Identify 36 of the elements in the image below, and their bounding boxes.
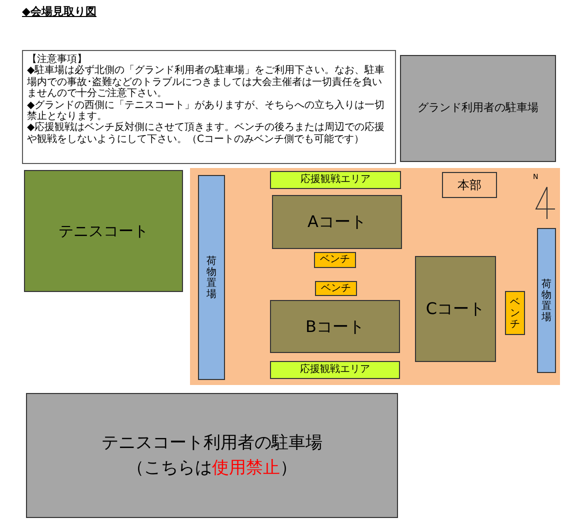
node-label: ベンチ	[510, 296, 520, 330]
node-label: 本部	[458, 176, 482, 194]
court	[272, 195, 402, 249]
bench	[505, 291, 525, 335]
node-label: 応援観戦エリア	[300, 173, 370, 187]
node-label: Cコート	[426, 298, 486, 320]
bench	[315, 281, 357, 296]
luggage-area	[537, 228, 556, 373]
node-label: ベンチ	[321, 282, 351, 296]
node-label: 荷物置場	[542, 278, 552, 322]
court	[415, 256, 496, 362]
tennis-court	[24, 170, 183, 292]
court	[270, 300, 400, 353]
node-label: （こちらは使用禁止）	[127, 456, 297, 480]
bench	[314, 252, 356, 268]
node-label: Bコート	[306, 316, 364, 338]
page-title: ◆会場見取り図	[22, 4, 96, 19]
notes-box	[22, 50, 396, 164]
node-label: グランド利用者の駐車場	[418, 101, 538, 116]
note-text: ◆応援観戦はベンチ反対側にさせて頂きます。ベンチの後ろまたは周辺での応援や観戦をしないようにして下さい。（Cコートのみベンチ側でも可能です）	[27, 122, 386, 146]
parking-area	[400, 55, 556, 162]
note-text: ◆グランドの西側に「テニスコート」がありますが、そちらへの立ち入りは一切禁止となります。	[27, 100, 386, 122]
node-label: Aコート	[308, 211, 366, 233]
note-text: ◆駐車場は必ず北側の「グランド利用者の駐車場」をご利用下さい。なお、駐車場内での事故･盗難などのトラブルにつきましては大会主催者は一切責任を負いませんので十分ご注意下さい。	[27, 65, 386, 100]
node-label: テニスコート	[58, 220, 148, 242]
ground-area	[190, 168, 560, 385]
luggage-area	[198, 175, 225, 380]
node-label: ベンチ	[320, 253, 350, 267]
headquarters-box	[442, 172, 497, 198]
node-label: 応援観戦エリア	[300, 363, 370, 377]
note-text: 【注意事項】	[27, 54, 87, 65]
parking-area	[26, 393, 398, 518]
spectator-area	[270, 361, 400, 379]
node-label: 荷物置場	[206, 256, 216, 300]
node-label: テニスコート利用者の駐車場	[102, 432, 322, 454]
spectator-area	[270, 171, 401, 189]
